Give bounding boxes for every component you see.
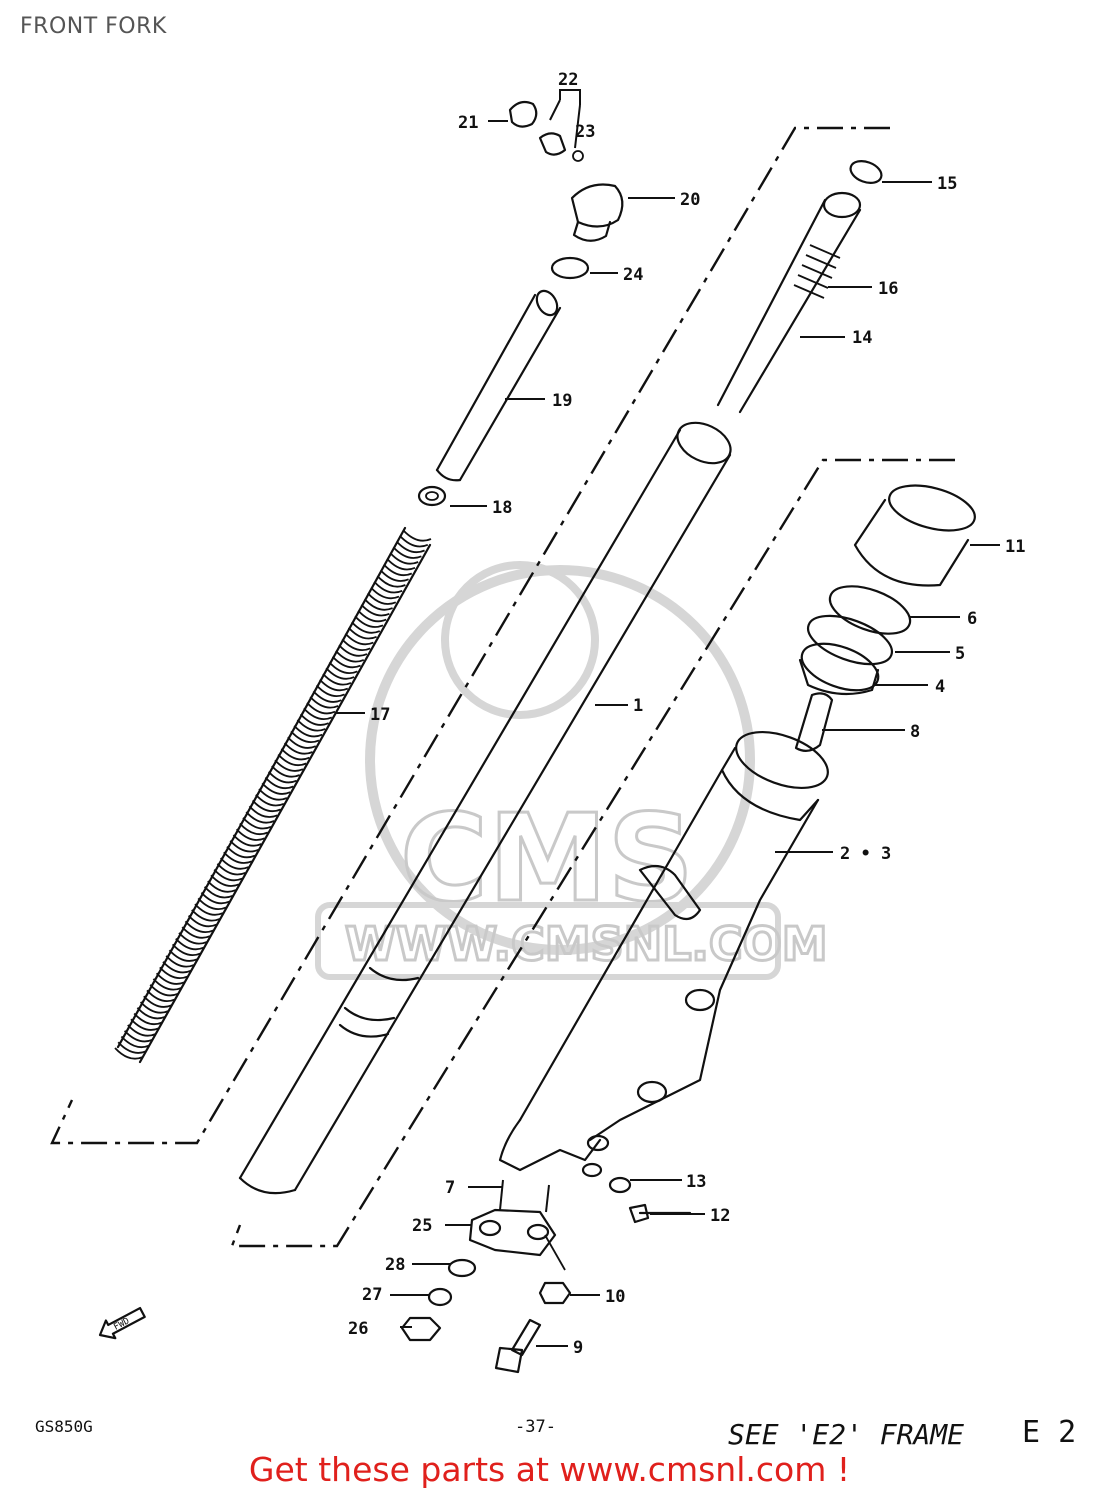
callout-16: 16 — [878, 279, 898, 299]
callout-24: 24 — [623, 265, 643, 285]
washer-27 — [427, 1287, 453, 1307]
cap-bolt — [508, 100, 624, 280]
callout-26: 26 — [348, 1319, 368, 1339]
watermark-url: WWW.CMSNL.COM — [345, 917, 828, 971]
callout-15: 15 — [937, 174, 957, 194]
callout-27: 27 — [362, 1285, 382, 1305]
group-brackets — [50, 126, 955, 1248]
leader-lines — [335, 89, 1000, 1347]
watermark: CMS WWW.CMSNL.COM — [315, 561, 829, 980]
callout-10: 10 — [605, 1287, 625, 1307]
spacer-tube — [435, 289, 562, 482]
frame-code: E 2 — [1022, 1415, 1076, 1450]
callout-11: 11 — [1005, 537, 1025, 557]
callout-7: 7 — [445, 1178, 455, 1198]
callout-4: 4 — [935, 677, 945, 697]
callout-14: 14 — [852, 328, 872, 348]
callout-19: 19 — [552, 391, 572, 411]
seal-stack — [794, 484, 976, 752]
callout-20: 20 — [680, 190, 700, 210]
callout-25: 25 — [412, 1216, 432, 1236]
forward-arrow-icon: FWD — [98, 1306, 146, 1340]
callout-6: 6 — [967, 609, 977, 629]
damper-rod — [716, 160, 883, 414]
callout-12: 12 — [710, 1206, 730, 1226]
nut-26 — [400, 1316, 442, 1342]
washer-18 — [417, 485, 447, 507]
washer-28 — [447, 1258, 477, 1278]
callout-9: 9 — [573, 1338, 583, 1358]
callout-17: 17 — [370, 705, 390, 725]
fork-spring — [114, 526, 432, 1064]
frame-note: SEE 'E2' FRAME — [728, 1418, 964, 1451]
callout-13: 13 — [686, 1172, 706, 1192]
page-number: -37- — [515, 1417, 556, 1437]
callout-23: 23 — [575, 122, 595, 142]
diagram-footer: GS850G -37- SEE 'E2' FRAME E 2 — [35, 1415, 1076, 1451]
axle-holder — [400, 1176, 692, 1374]
callout-labels: 1 2 • 3 4 5 6 7 8 9 10 11 12 13 14 15 16… — [348, 70, 1025, 1358]
page-title: FRONT FORK — [20, 14, 167, 39]
bolt-9 — [494, 1318, 542, 1374]
nut-13 — [608, 1176, 632, 1194]
callout-28: 28 — [385, 1255, 405, 1275]
callout-22: 22 — [558, 70, 578, 90]
callout-2-3: 2 • 3 — [840, 844, 891, 864]
model-code: GS850G — [35, 1417, 93, 1436]
callout-21: 21 — [458, 113, 478, 133]
callout-5: 5 — [955, 644, 965, 664]
callout-1: 1 — [633, 696, 643, 716]
callout-18: 18 — [492, 498, 512, 518]
nut-10 — [538, 1281, 572, 1305]
parts-link-banner[interactable]: Get these parts at www.cmsnl.com ! — [248, 1450, 851, 1489]
inner-tube — [238, 421, 732, 1195]
callout-8: 8 — [910, 722, 920, 742]
outer-tube — [498, 731, 829, 1178]
